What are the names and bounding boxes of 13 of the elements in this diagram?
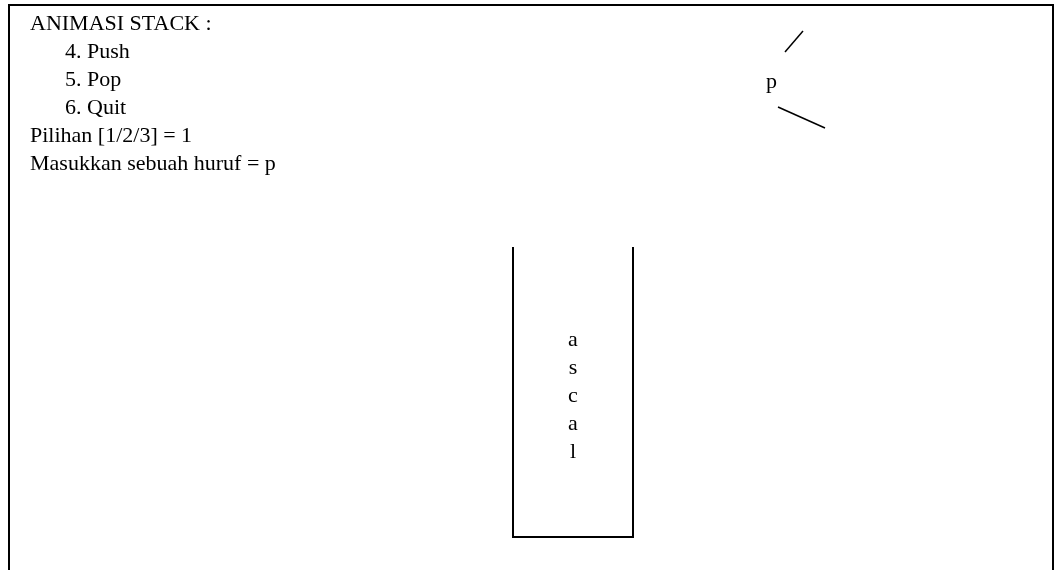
stack-letter: l (568, 437, 578, 465)
pushed-letter: p (766, 68, 777, 94)
stack-letter: c (567, 381, 579, 409)
menu-item: 5. Pop (65, 66, 122, 92)
prompt-text: Masukkan sebuah huruf = p (30, 150, 276, 176)
stack-container (512, 247, 634, 538)
heading: ANIMASI STACK : (30, 10, 212, 36)
menu-item: 4. Push (65, 38, 130, 64)
menu-item: 6. Quit (65, 94, 127, 120)
stack-letter: a (567, 409, 579, 437)
prompt-text: Pilihan [1/2/3] = 1 (30, 122, 193, 148)
stack-letter: a (567, 325, 579, 353)
stack-letter: s (567, 353, 579, 381)
